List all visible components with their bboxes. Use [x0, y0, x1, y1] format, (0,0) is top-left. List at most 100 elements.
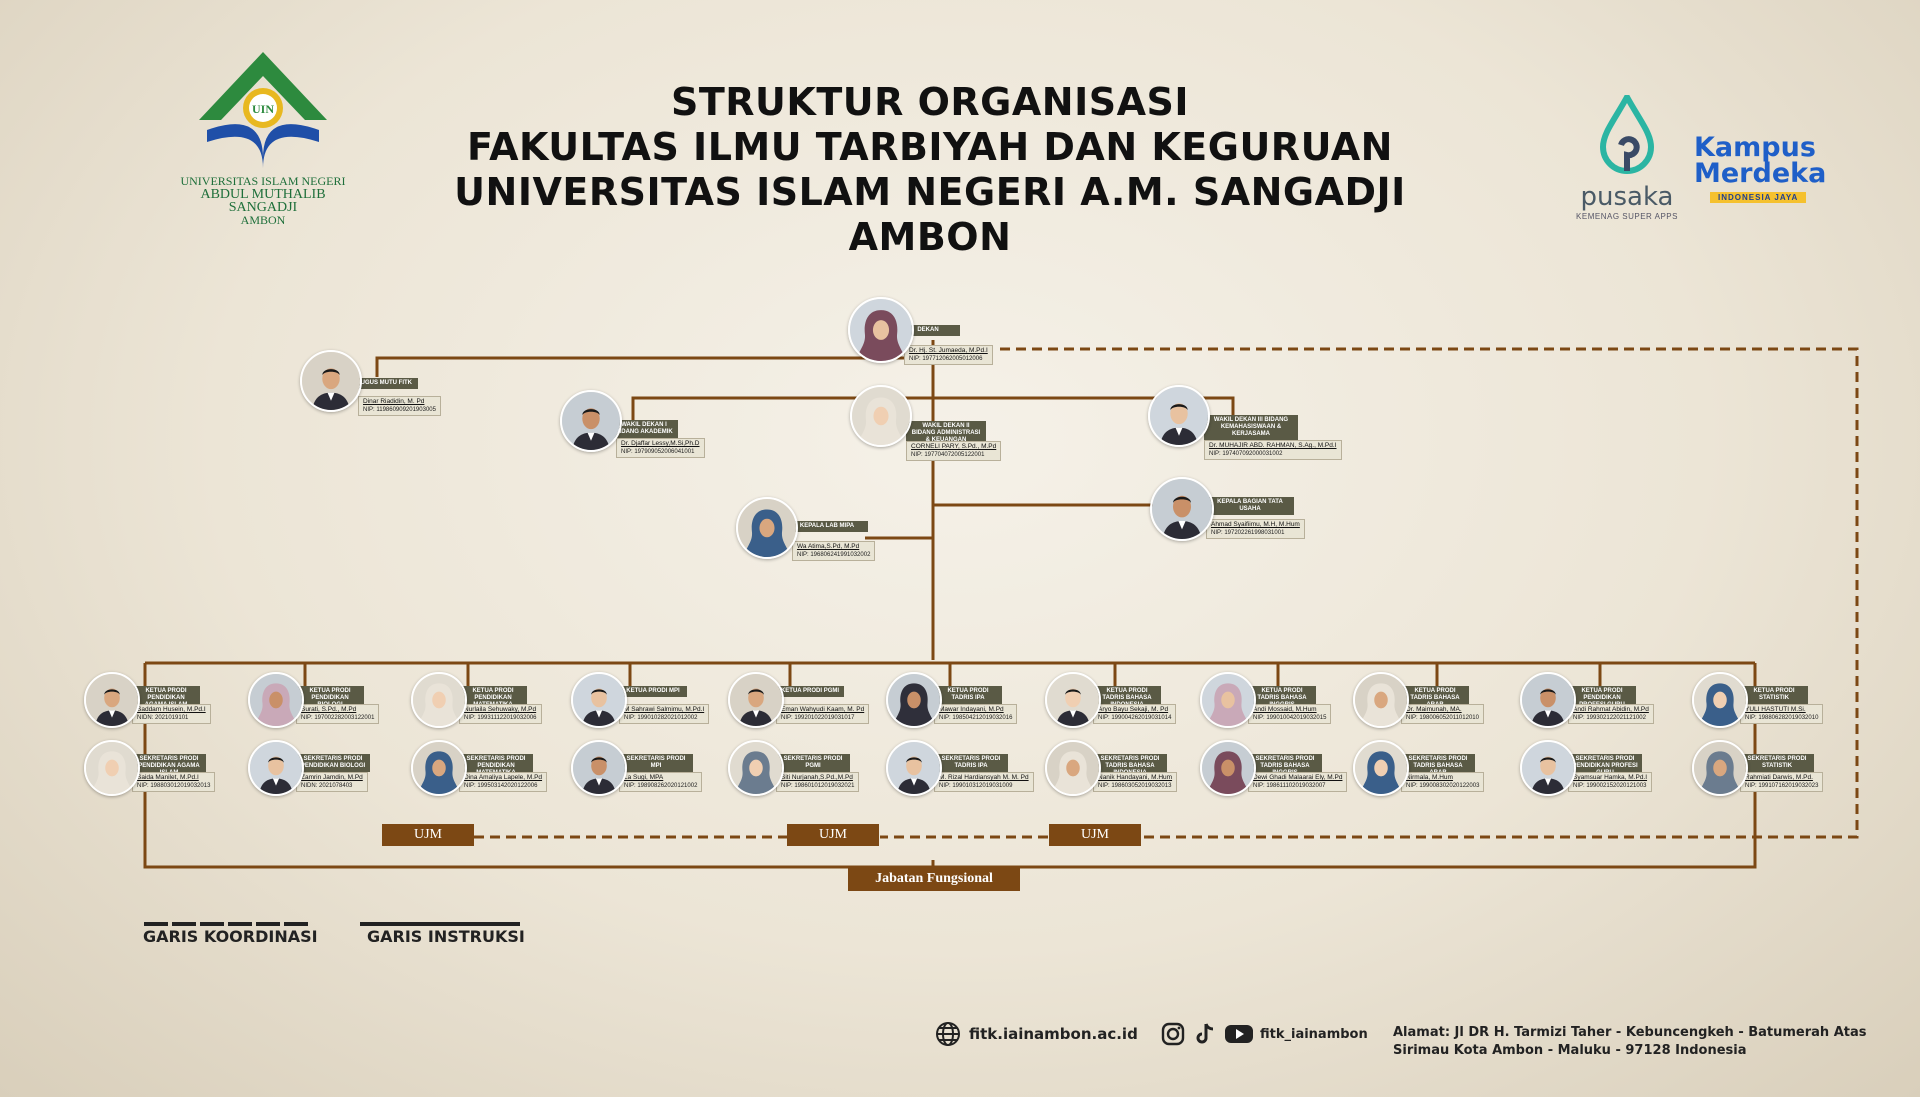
pusaka-name: pusaka	[1580, 182, 1674, 212]
legend-koordinasi: GARIS KOORDINASI	[143, 927, 318, 946]
person-nip: NIP: 199008302020122003	[1406, 783, 1480, 789]
footer-website: fitk.iainambon.ac.id	[935, 1021, 1138, 1047]
person-name: Andi Rahmat Abidin, M.Pd	[1573, 706, 1649, 713]
title-line-3: UNIVERSITAS ISLAM NEGERI A.M. SANGADJI A…	[454, 170, 1406, 259]
title-line-2: FAKULTAS ILMU TARBIYAH DAN KEGURUAN	[467, 125, 1393, 169]
instagram-icon[interactable]	[1160, 1021, 1186, 1047]
person-nip: NIP: 197202261998031001	[1211, 530, 1285, 536]
person-nip: NIP: 199201022019031017	[781, 715, 855, 721]
person-photo-icon	[1694, 742, 1746, 794]
person-photo-icon	[738, 499, 796, 557]
avatar	[84, 740, 140, 796]
person-nip: NIP: 199311122019032006	[464, 715, 537, 721]
person-photo-icon	[413, 742, 465, 794]
person-nip: NIP: 199302122021121002	[1573, 715, 1646, 721]
person-name: Dr. Djaffar Lessy,M.Si,Ph.D	[621, 440, 700, 447]
person-nip: NIP: 198806282019032010	[1745, 715, 1819, 721]
avatar	[560, 390, 622, 452]
role-label: KETUA PRODI MPI	[619, 686, 687, 697]
avatar	[736, 497, 798, 559]
title-line-1: STRUKTUR ORGANISASI	[670, 80, 1189, 124]
person-name: La Sugi, MPA	[624, 774, 664, 781]
address-line-1: Alamat: Jl DR H. Tarmizi Taher - Kebunce…	[1393, 1025, 1867, 1040]
pusaka-sub: KEMENAG SUPER APPS	[1576, 212, 1678, 221]
avatar	[571, 672, 627, 728]
person-name: Eman Wahyudi Kaam, M. Pd	[781, 706, 865, 713]
person-nip: NIP: 197712062005012006	[909, 356, 983, 362]
avatar	[848, 297, 914, 363]
person-photo-icon	[1694, 674, 1746, 726]
person-name: Mawar Indayani, M.Pd	[939, 706, 1004, 713]
youtube-icon[interactable]	[1224, 1021, 1254, 1047]
person-nip: NIP: 199010312019031009	[939, 783, 1013, 789]
instruction-line-wd	[631, 396, 1235, 422]
legend-instruksi: GARIS INSTRUKSI	[367, 927, 525, 946]
avatar	[300, 350, 362, 412]
globe-icon	[936, 1022, 960, 1046]
person-name: Dr. Maimunah, MA.	[1406, 706, 1462, 713]
avatar	[1692, 740, 1748, 796]
role-label: KEPALA LAB MIPA	[786, 521, 868, 532]
person-photo-icon	[1355, 674, 1407, 726]
role-label: SEKRETARIS PRODI MPI	[619, 754, 693, 772]
avatar	[1200, 740, 1256, 796]
avatar	[1150, 477, 1214, 541]
avatar	[411, 672, 467, 728]
website-link[interactable]: fitk.iainambon.ac.id	[969, 1025, 1138, 1043]
role-label: SEKRETARIS PRODI STATISTIK	[1740, 754, 1814, 772]
avatar	[1520, 672, 1576, 728]
tiktok-icon[interactable]	[1192, 1021, 1218, 1047]
avatar	[1045, 672, 1101, 728]
person-name: YULI HASTUTI M.Si.	[1745, 706, 1806, 713]
person-name: Saida Manilet, M.Pd.I	[137, 774, 199, 781]
person-nip: NIP: 198603052019032013	[1098, 783, 1172, 789]
person-name: CORNELI PARY, S.Pd., M.Pd	[911, 443, 997, 450]
person-photo-icon	[302, 352, 360, 410]
role-label: GUGUS MUTU FITK	[350, 378, 418, 389]
person-photo-icon	[1202, 674, 1254, 726]
person-name: Nanik Handayani, M.Hum	[1098, 774, 1173, 781]
role-label: SEKRETARIS PRODI TADRIS IPA	[934, 754, 1008, 772]
avatar	[850, 385, 912, 447]
role-label: KETUA PRODI STATISTIK	[1740, 686, 1808, 704]
person-name: Ahmad Syaifiimu, M.H, M.Hum	[1211, 521, 1300, 528]
avatar	[886, 672, 942, 728]
person-photo-icon	[1150, 387, 1208, 445]
person-name: M. Rizal Hardiansyah M. M. Pd	[939, 774, 1029, 781]
person-nip: NIP: 197002282003122001	[301, 715, 375, 721]
person-photo-icon	[1355, 742, 1407, 794]
person-photo-icon	[888, 674, 940, 726]
person-name: Zamrin Jamdin, M.Pd	[301, 774, 363, 781]
ujm-box-2: UJM	[787, 824, 879, 846]
avatar	[1353, 740, 1409, 796]
name-card: YULI HASTUTI M.Si. NIP: 19880628201903201…	[1740, 704, 1824, 724]
pusaka-drop-icon	[1599, 90, 1655, 174]
person-nip: NIP: 198504212019032016	[939, 715, 1013, 721]
role-label: KETUA PRODI PGMI	[776, 686, 844, 697]
uin-text-2: ABDUL MUTHALIB SANGADJI	[200, 187, 326, 215]
avatar	[248, 672, 304, 728]
person-nip: NIP: 199107162019032023	[1745, 783, 1819, 789]
avatar	[1692, 672, 1748, 728]
person-name: Dina Amaliya Lapele, M.Pd	[464, 774, 543, 781]
person-name: M Sahrawi Salmimu, M.Pd.I	[624, 706, 705, 713]
uin-text-3: AMBON	[240, 213, 286, 227]
person-name: Aryo Bayu Sekaji, M. Pd	[1098, 706, 1169, 713]
person-name: Siti Nurjanah,S.Pd.,M.Pd	[781, 774, 853, 781]
social-handle[interactable]: fitk_iainambon	[1260, 1026, 1368, 1042]
person-nip: NIP: 199503142020122006	[464, 783, 538, 789]
person-photo-icon	[730, 674, 782, 726]
